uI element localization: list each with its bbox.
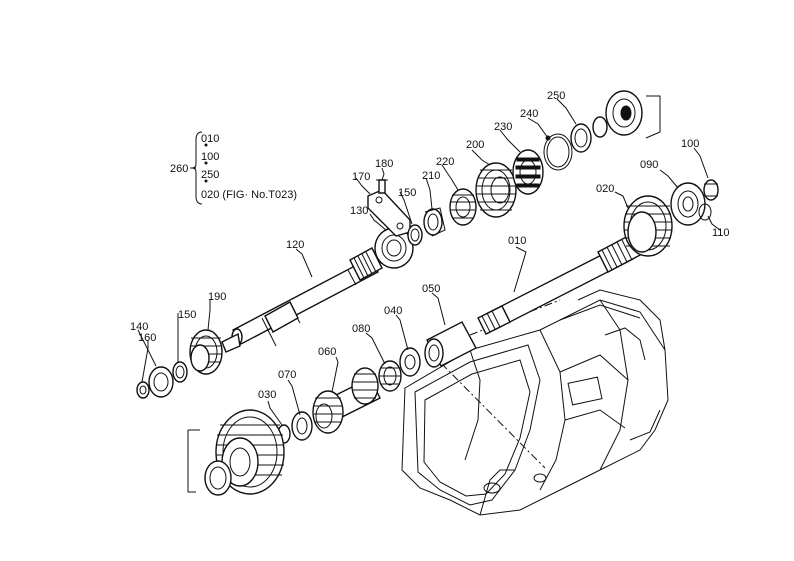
label-250: 250 bbox=[547, 90, 565, 102]
cluster-gear-060 bbox=[312, 367, 381, 434]
collar-210 bbox=[423, 207, 446, 237]
washer-040 bbox=[399, 347, 421, 377]
kit-label: 260 bbox=[170, 163, 188, 175]
label-160: 160 bbox=[138, 332, 156, 344]
label-130: 130 bbox=[350, 205, 368, 217]
ring-150-upper bbox=[407, 224, 423, 246]
kit-item-1: 010 bbox=[201, 133, 219, 145]
gear-200 bbox=[475, 162, 517, 218]
nut-100 bbox=[703, 179, 719, 201]
label-090: 090 bbox=[640, 159, 658, 171]
label-240: 240 bbox=[520, 108, 538, 120]
label-150-lower: 150 bbox=[178, 309, 196, 321]
gear-190 bbox=[189, 329, 241, 375]
label-220: 220 bbox=[436, 156, 454, 168]
bearing-end-cap bbox=[605, 90, 661, 139]
kit-260-callout: 260 010 100 250 020 (FIG· No.T023) bbox=[170, 131, 297, 205]
bearing-140 bbox=[148, 366, 174, 398]
leader-lines bbox=[137, 98, 721, 426]
label-230: 230 bbox=[494, 121, 512, 133]
synchro-230 bbox=[512, 149, 544, 195]
label-060: 060 bbox=[318, 346, 336, 358]
label-080: 080 bbox=[352, 323, 370, 335]
part-labels: 010 020 030 040 050 060 070 080 090 100 … bbox=[130, 90, 730, 401]
label-050: 050 bbox=[422, 283, 440, 295]
gear-020 bbox=[623, 195, 673, 257]
washer-110 bbox=[698, 203, 712, 221]
label-110: 110 bbox=[712, 227, 730, 239]
ring-250 bbox=[570, 116, 608, 153]
transmission-housing bbox=[401, 289, 669, 516]
snap-ring-240 bbox=[543, 133, 573, 171]
label-020: 020 bbox=[596, 183, 614, 195]
label-030: 030 bbox=[258, 389, 276, 401]
ring-160 bbox=[136, 381, 150, 399]
kit-item-4: 020 (FIG· No.T023) bbox=[201, 189, 297, 201]
bearing-070 bbox=[291, 411, 313, 441]
label-180: 180 bbox=[375, 158, 393, 170]
needle-bearing-220 bbox=[449, 188, 477, 226]
kit-item-3: 250 bbox=[201, 169, 219, 181]
label-170: 170 bbox=[352, 171, 370, 183]
label-070: 070 bbox=[278, 369, 296, 381]
large-gear-bottom bbox=[187, 409, 285, 496]
sleeve-050 bbox=[424, 321, 477, 368]
label-100: 100 bbox=[681, 138, 699, 150]
bearing-090 bbox=[670, 182, 706, 226]
label-150-upper: 150 bbox=[398, 187, 416, 199]
bearing-130 bbox=[374, 227, 414, 269]
label-010: 010 bbox=[508, 235, 526, 247]
label-120: 120 bbox=[286, 239, 304, 251]
ring-150-lower bbox=[172, 361, 188, 383]
label-040: 040 bbox=[384, 305, 402, 317]
label-200: 200 bbox=[466, 139, 484, 151]
label-140: 140 bbox=[130, 321, 148, 333]
kit-item-2: 100 bbox=[201, 151, 219, 163]
label-210: 210 bbox=[422, 170, 440, 182]
needle-bearing-080 bbox=[378, 360, 402, 392]
label-190: 190 bbox=[208, 291, 226, 303]
centerline bbox=[429, 351, 546, 469]
shaft-010 bbox=[477, 233, 643, 335]
